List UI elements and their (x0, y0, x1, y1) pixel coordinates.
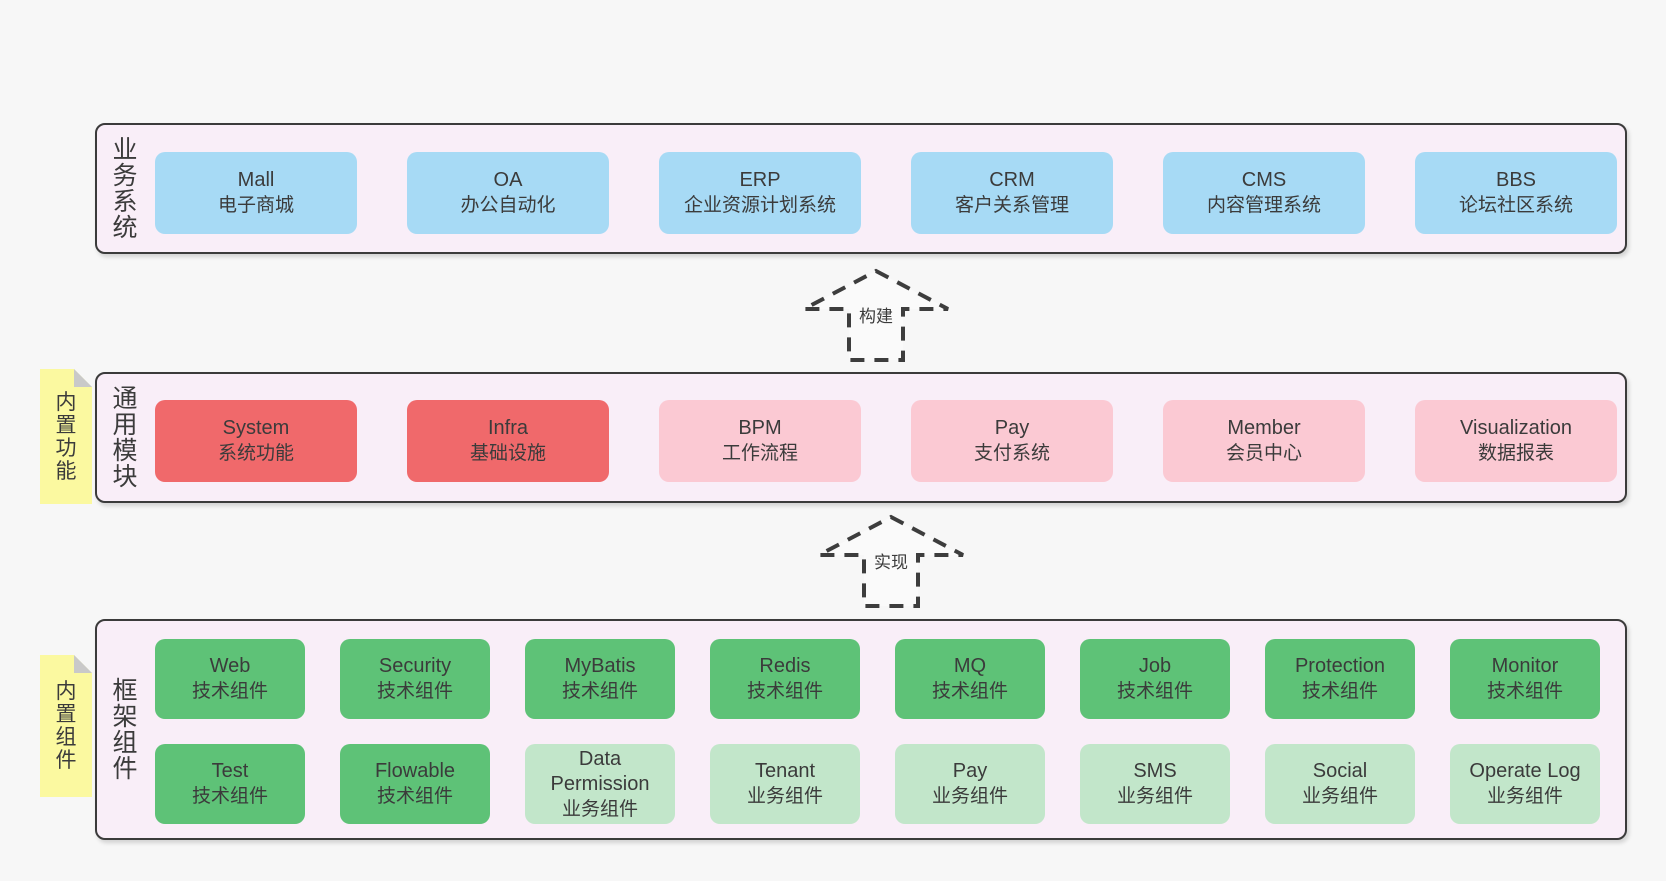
sticky-note-built-in-features: 内置功能 (40, 369, 92, 504)
box-oa: OA 办公自动化 (407, 152, 609, 234)
box-social: Social 业务组件 (1265, 744, 1415, 824)
box-test: Test 技术组件 (155, 744, 305, 824)
sticky-built-in-components-text: 内置组件 (55, 680, 77, 772)
sticky-note-built-in-components: 内置组件 (40, 655, 92, 797)
framework-row-1: Web 技术组件 Security 技术组件 MyBatis 技术组件 Redi… (155, 639, 1600, 719)
box-mq: MQ 技术组件 (895, 639, 1045, 719)
box-mybatis: MyBatis 技术组件 (525, 639, 675, 719)
box-web: Web 技术组件 (155, 639, 305, 719)
framework-components-label: 框架组件 (112, 676, 138, 783)
common-modules-row: System 系统功能 Infra 基础设施 BPM 工作流程 Pay 支付系统… (155, 400, 1617, 482)
box-protection: Protection 技术组件 (1265, 639, 1415, 719)
box-erp: ERP 企业资源计划系统 (659, 152, 861, 234)
box-data-permission: Data Permission 业务组件 (525, 744, 675, 824)
box-visualization: Visualization 数据报表 (1415, 400, 1617, 482)
box-job: Job 技术组件 (1080, 639, 1230, 719)
box-operate-log: Operate Log 业务组件 (1450, 744, 1600, 824)
folded-corner-icon (74, 369, 92, 387)
framework-row-2: Test 技术组件 Flowable 技术组件 Data Permission … (155, 744, 1600, 824)
business-systems-label: 业务系统 (112, 135, 138, 242)
panel-business-systems: 业务系统 Mall 电子商城 OA 办公自动化 ERP 企业资源计划系统 CRM… (95, 123, 1627, 254)
box-sms: SMS 业务组件 (1080, 744, 1230, 824)
arrow-build: 构建 (801, 268, 951, 363)
common-modules-label: 通用模块 (112, 384, 138, 491)
box-bpm: BPM 工作流程 (659, 400, 861, 482)
box-member: Member 会员中心 (1163, 400, 1365, 482)
business-systems-row: Mall 电子商城 OA 办公自动化 ERP 企业资源计划系统 CRM 客户关系… (155, 152, 1617, 234)
box-monitor: Monitor 技术组件 (1450, 639, 1600, 719)
framework-components-rows: Web 技术组件 Security 技术组件 MyBatis 技术组件 Redi… (155, 639, 1600, 824)
box-crm: CRM 客户关系管理 (911, 152, 1113, 234)
box-cms: CMS 内容管理系统 (1163, 152, 1365, 234)
panel-framework-components: 框架组件 Web 技术组件 Security 技术组件 MyBatis 技术组件… (95, 619, 1627, 840)
sticky-built-in-features-text: 内置功能 (55, 390, 77, 483)
box-infra: Infra 基础设施 (407, 400, 609, 482)
box-redis: Redis 技术组件 (710, 639, 860, 719)
arrow-build-label: 构建 (857, 306, 895, 327)
box-tenant: Tenant 业务组件 (710, 744, 860, 824)
box-security: Security 技术组件 (340, 639, 490, 719)
box-flowable: Flowable 技术组件 (340, 744, 490, 824)
box-mall: Mall 电子商城 (155, 152, 357, 234)
arrow-implement-label: 实现 (872, 552, 910, 573)
folded-corner-icon (74, 655, 92, 673)
box-bbs: BBS 论坛社区系统 (1415, 152, 1617, 234)
box-pay: Pay 支付系统 (911, 400, 1113, 482)
box-system: System 系统功能 (155, 400, 357, 482)
box-pay-biz: Pay 业务组件 (895, 744, 1045, 824)
arrow-implement: 实现 (816, 514, 966, 609)
panel-common-modules: 通用模块 System 系统功能 Infra 基础设施 BPM 工作流程 Pay… (95, 372, 1627, 503)
